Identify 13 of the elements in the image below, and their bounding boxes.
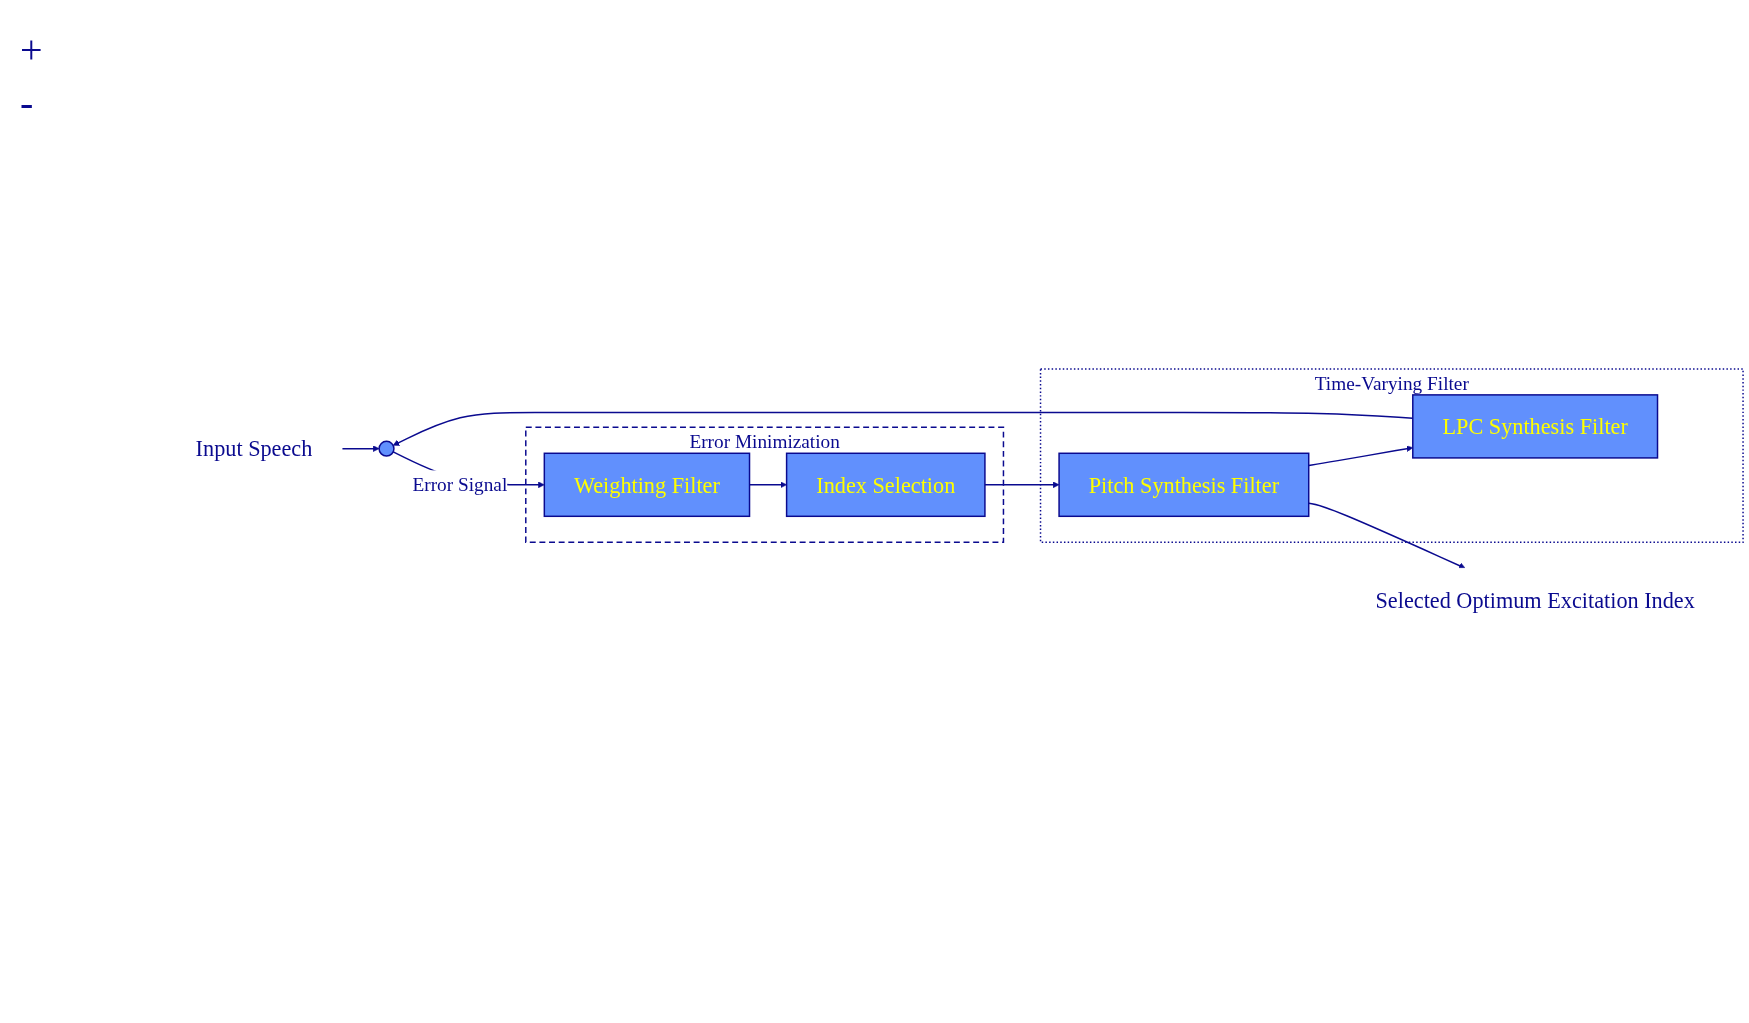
arrow xyxy=(341,445,380,452)
edge-label: Error Signal xyxy=(412,473,508,496)
arrow xyxy=(984,481,1060,488)
node-text: Input Speech xyxy=(195,436,313,461)
node-box: Pitch Synthesis Filter xyxy=(1058,452,1310,517)
node-box: Index Selection xyxy=(785,452,986,517)
sign-label: - xyxy=(20,79,35,126)
node-text: Selected Optimum Excitation Index xyxy=(1375,587,1695,612)
node-circle xyxy=(378,440,395,457)
node-box: Weighting Filter xyxy=(543,452,751,517)
node-box: LPC Synthesis Filter xyxy=(1412,394,1659,459)
arrow xyxy=(1308,502,1466,569)
sign-label: + xyxy=(20,26,44,73)
